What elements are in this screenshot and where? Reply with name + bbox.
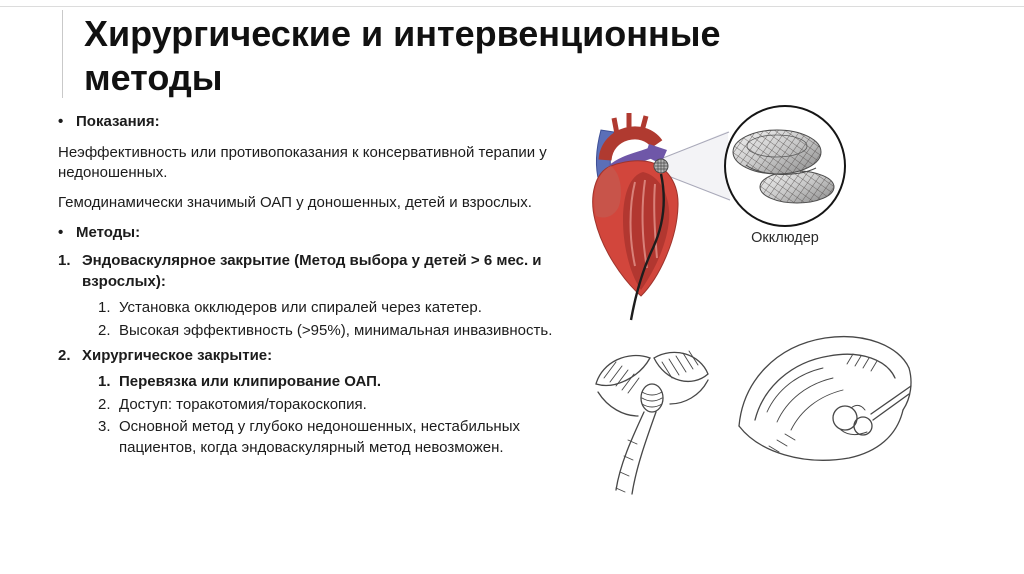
surgery-sketch-right: [738, 335, 912, 461]
heart-illustration: [592, 113, 679, 321]
method-1-subitem-1: 1. Установка окклюдеров или спиралей чер…: [98, 298, 566, 319]
zoom-circle: [724, 105, 846, 227]
bullet-icon: •: [58, 223, 64, 241]
top-divider: [0, 6, 1024, 7]
subitem-text: Высокая эффективность (>95%), минимальна…: [119, 321, 553, 339]
aortic-arch: [598, 126, 663, 162]
surgery-sketch-left: [595, 350, 709, 495]
slide-title: Хирургические и интервенционные методы: [84, 13, 721, 98]
method-1-number: 1.: [58, 252, 71, 270]
title-left-rule: [62, 10, 63, 98]
subitem-text: Основной метод у глубоко недоношенных, н…: [119, 418, 520, 456]
method-2-subitem-2: 2. Доступ: торакотомия/торакоскопия.: [98, 395, 566, 416]
method-2-subitem-1: 1. Перевязка или клипирование ОАП.: [98, 372, 566, 393]
indications-label: Показания:: [76, 113, 160, 130]
method-1-text: Эндоваскулярное закрытие (Метод выбора у…: [82, 252, 542, 291]
methods-bullet: • Методы:: [58, 223, 566, 244]
occluder-in-duct: [653, 158, 669, 174]
paragraph-2: Гемодинамически значимый ОАП у доношенны…: [58, 194, 532, 212]
zoom-cone: [662, 131, 731, 201]
subitem-number: 3.: [98, 418, 111, 436]
subitem-text: Установка окклюдеров или спиралей через …: [119, 298, 482, 316]
method-2-item: 2. Хирургическое закрытие:: [58, 346, 566, 367]
method-1-sublist: 1. Установка окклюдеров или спиралей чер…: [58, 298, 566, 341]
subitem-number: 2.: [98, 395, 111, 413]
occluder-device: [732, 129, 835, 204]
bullet-icon: •: [58, 113, 64, 130]
catheter-line: [629, 173, 666, 321]
method-2-number: 2.: [58, 347, 71, 365]
subitem-text: Доступ: торакотомия/торакоскопия.: [119, 395, 367, 413]
method-2-subitem-3: 3. Основной метод у глубоко недоношенных…: [98, 417, 566, 458]
method-2-sublist: 1. Перевязка или клипирование ОАП. 2. До…: [58, 372, 566, 459]
figure-canvas: [592, 105, 912, 495]
paragraph-1: Неэффективность или противопоказания к к…: [58, 143, 547, 182]
arch-branches: [611, 113, 649, 135]
method-2-text: Хирургическое закрытие:: [82, 347, 273, 365]
subitem-number: 1.: [98, 298, 111, 316]
subitem-text: Перевязка или клипирование ОАП.: [119, 372, 382, 390]
method-1-subitem-2: 2. Высокая эффективность (>95%), минимал…: [98, 321, 566, 342]
indications-bullet: • Показания:: [58, 112, 566, 133]
occluder-caption: Окклюдер: [751, 230, 819, 246]
method-1-item: 1. Эндоваскулярное закрытие (Метод выбор…: [58, 251, 566, 292]
subitem-number: 1.: [98, 372, 111, 390]
content-column: • Показания: Неэффективность или противо…: [58, 112, 566, 464]
right-atrium: [594, 166, 621, 218]
methods-label: Методы:: [76, 223, 141, 241]
ventricle-striations: [629, 179, 658, 269]
subitem-number: 2.: [98, 321, 111, 339]
